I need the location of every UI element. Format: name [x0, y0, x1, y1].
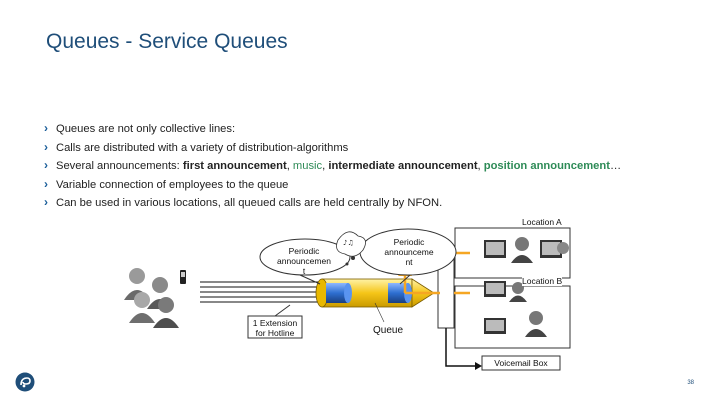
periodic-announcement-bubble-left — [259, 238, 351, 276]
bullet-item: ›Several announcements: first announceme… — [44, 157, 621, 176]
position-announcement-text: position announcement — [483, 160, 610, 173]
voicemail-box-label: Voicemail Box — [494, 358, 548, 368]
page-number: 38 — [687, 380, 694, 386]
bullet-item: ›Queues are not only collective lines: — [44, 120, 621, 139]
bullet-item: ›Variable connection of employees to the… — [44, 176, 621, 195]
chevron-right-icon: › — [44, 176, 48, 191]
voicemail-route — [445, 328, 475, 367]
periodic-announcement-right-label: Periodic announceme nt — [384, 237, 434, 267]
agent-icon — [484, 311, 547, 337]
slide-title: Queues - Service Queues — [46, 30, 288, 53]
agent-icon — [484, 237, 533, 263]
location-b-box — [454, 285, 571, 349]
first-announcement-text: first announcement — [182, 160, 287, 173]
voicemail-box — [481, 355, 561, 371]
chevron-right-icon: › — [44, 121, 48, 135]
chevron-right-icon: › — [44, 139, 48, 154]
bullet-item: ›Can be used in various locations, all q… — [44, 194, 621, 213]
callers-group-icon — [124, 268, 186, 328]
music-note-icon: ♪♫ — [336, 231, 366, 266]
intermediate-announcement-text: intermediate announcement — [328, 160, 478, 173]
incoming-call-lines — [200, 281, 322, 303]
music-text: music — [292, 160, 323, 173]
periodic-announcement-left-label: Periodic announcemen t — [277, 246, 331, 276]
svg-text:♪♫: ♪♫ — [343, 239, 354, 247]
arrow-right-icon — [475, 362, 482, 370]
chevron-right-icon: › — [44, 158, 48, 173]
location-a-label: Location A — [522, 217, 562, 227]
agent-icon — [540, 240, 569, 258]
location-b-label: Location B — [522, 276, 563, 286]
bullet-list: ›Queues are not only collective lines: ›… — [44, 120, 621, 213]
hotline-extension-label: 1 Extension for Hotline — [252, 318, 298, 338]
nfon-logo-icon — [15, 372, 35, 392]
queue-label: Queue — [372, 325, 404, 336]
bullet-item: ›Calls are distributed with a variety of… — [44, 139, 621, 158]
chevron-right-icon: › — [44, 195, 48, 210]
agent-icon — [484, 281, 527, 302]
